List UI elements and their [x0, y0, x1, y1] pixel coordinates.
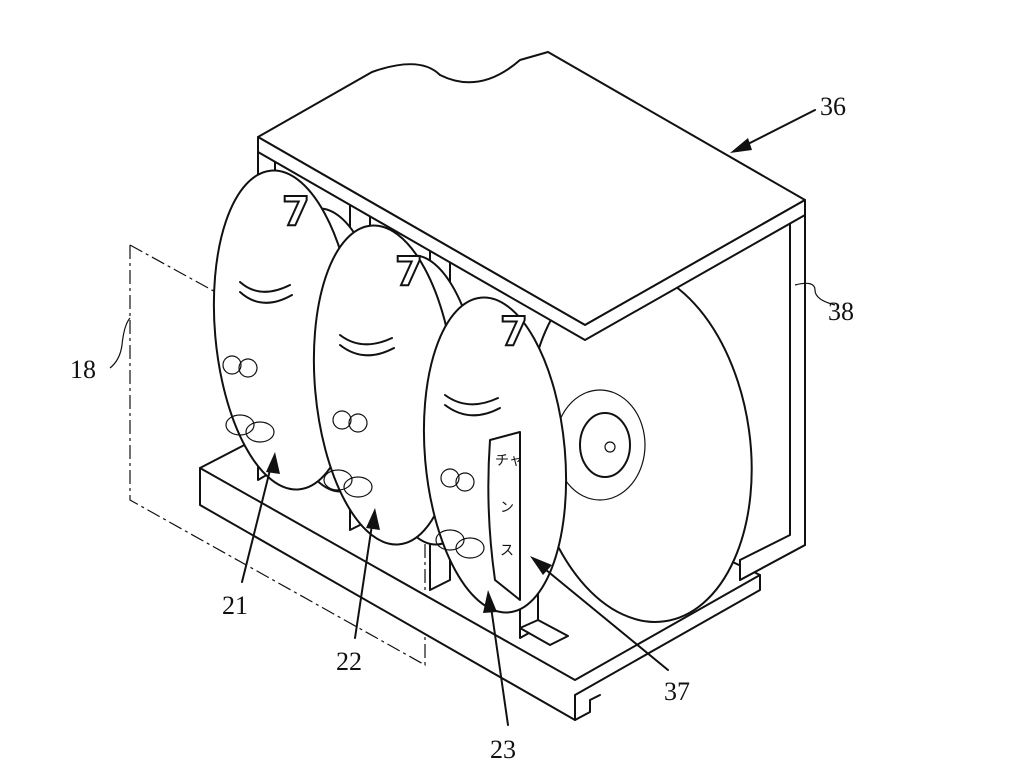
label-36: 36 — [820, 92, 846, 121]
ball-symbol — [435, 529, 465, 551]
top-plate — [257, 51, 806, 341]
label-23: 23 — [490, 735, 516, 761]
chance-text-3: ス — [500, 543, 514, 559]
ball-symbol — [323, 469, 353, 491]
display-region-top-line — [129, 244, 331, 356]
label-38: 38 — [828, 297, 854, 326]
banana-symbol — [239, 281, 293, 304]
display-region-outline — [129, 245, 426, 667]
chance-display: チャ ン ス — [487, 431, 523, 601]
ball-symbol — [225, 414, 255, 436]
side-plate — [739, 204, 806, 581]
leader-lines — [109, 109, 836, 726]
label-37: 37 — [664, 677, 690, 706]
banana-symbol — [444, 394, 501, 417]
reel-hub-center — [604, 441, 616, 453]
cherry-symbol — [440, 468, 460, 488]
seven-symbol: 7 — [395, 249, 423, 295]
seven-symbol: 7 — [500, 309, 528, 355]
seven-symbol: 7 — [282, 189, 310, 235]
chance-text-2: ン — [500, 500, 514, 516]
cherry-symbol — [222, 355, 242, 375]
label-22: 22 — [336, 647, 362, 676]
banana-symbol — [339, 334, 395, 357]
chance-text-1: チャ — [495, 453, 523, 469]
cherry-symbol — [332, 410, 352, 430]
label-21: 21 — [222, 591, 248, 620]
label-18: 18 — [70, 355, 96, 384]
